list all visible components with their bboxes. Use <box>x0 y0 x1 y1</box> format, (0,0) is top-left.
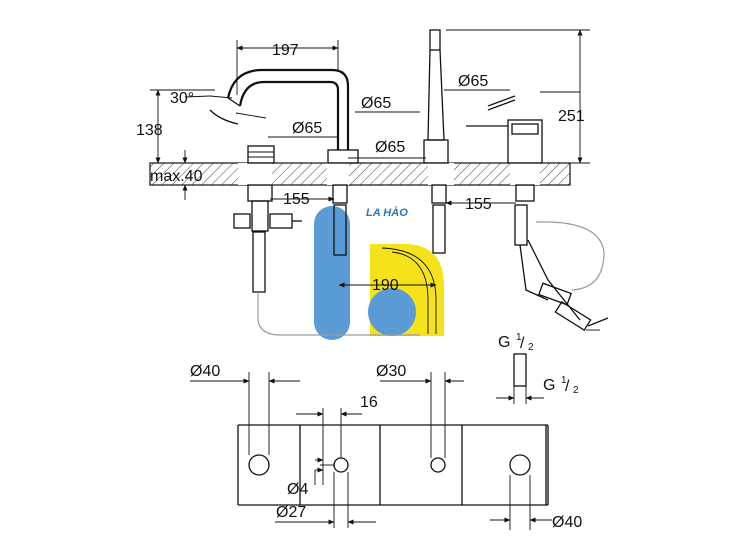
dimension-spout-reach: 197 <box>236 40 339 95</box>
dimension-hole-width: Ø27 <box>275 472 376 528</box>
dimension-hose-thread: G 1 / 2 <box>498 329 600 353</box>
label-handshower-height: 251 <box>558 108 585 125</box>
label-hole-large-left: Ø40 <box>190 363 220 380</box>
svg-text:/: / <box>565 378 570 395</box>
label-hose-thread-other-den: 2 <box>573 385 579 396</box>
dimension-spacing-left: 155 <box>270 191 335 208</box>
label-hose-thread-other-num: 1 <box>561 375 567 386</box>
dimension-deck-thickness: max.40 <box>150 150 203 200</box>
dimension-hole-large-left: Ø40 <box>190 363 300 455</box>
handshower-holder <box>423 29 449 164</box>
label-hose-thread-num: 1 <box>516 332 522 343</box>
dimension-spout-height: 138 <box>136 89 215 164</box>
spout <box>226 68 359 164</box>
dimension-hole-large-right: Ø40 <box>490 475 582 531</box>
label-base-diameter-center: Ø65 <box>292 120 322 137</box>
hole-left <box>248 454 270 476</box>
label-hole-center: Ø30 <box>376 363 406 380</box>
dimension-spacing-right: 155 <box>445 196 516 213</box>
hole-plan <box>237 424 549 506</box>
deck-section <box>149 162 571 186</box>
dimension-spacing-middle: 190 <box>338 277 437 294</box>
label-hole-offset: 16 <box>360 394 378 411</box>
hoses <box>252 204 609 336</box>
under-deck-valves <box>233 184 535 232</box>
fitting-detail: G 1 / 2 <box>496 353 579 404</box>
watermark-logo: LA HÀO <box>314 206 444 340</box>
label-hose-thread-other: G <box>543 377 555 394</box>
dimension-spout-angle: 30° <box>170 90 233 107</box>
watermark-text: LA HÀO <box>366 206 408 219</box>
label-spout-angle: 30° <box>170 90 194 107</box>
watermark-blue-circle <box>368 288 416 336</box>
watermark-blue-bar <box>314 206 350 340</box>
label-base-diameter-upper: Ø65 <box>361 95 391 112</box>
label-hose-thread-main: G <box>498 334 510 351</box>
label-base-diameter-lower: Ø65 <box>375 139 405 156</box>
mixer-handle-right <box>466 95 543 164</box>
label-spacing-middle: 190 <box>372 277 399 294</box>
hole-center <box>430 457 446 473</box>
dimension-base-diameters: Ø65 Ø65 Ø65 Ø65 <box>268 73 510 159</box>
label-spacing-left: 155 <box>283 191 310 208</box>
mixer-handle-left <box>209 109 275 164</box>
hole-center-left <box>333 457 349 473</box>
svg-text:/: / <box>520 335 525 352</box>
dimension-hole-small: Ø4 <box>287 457 324 498</box>
label-spout-height: 138 <box>136 122 163 139</box>
label-hole-small: Ø4 <box>287 481 308 498</box>
label-hose-thread-den: 2 <box>528 342 534 353</box>
dimension-handshower-height: 251 <box>446 29 590 164</box>
dimension-hole-offset: 16 <box>296 394 378 458</box>
label-spout-reach: 197 <box>272 42 299 59</box>
label-deck-thickness: max.40 <box>150 168 203 185</box>
label-spacing-right: 155 <box>465 196 492 213</box>
label-hole-width: Ø27 <box>276 504 306 521</box>
label-base-diameter-right: Ø65 <box>458 73 488 90</box>
dimension-hole-center: Ø30 <box>376 363 464 458</box>
hole-right <box>509 454 531 476</box>
label-hole-large-right: Ø40 <box>552 514 582 531</box>
